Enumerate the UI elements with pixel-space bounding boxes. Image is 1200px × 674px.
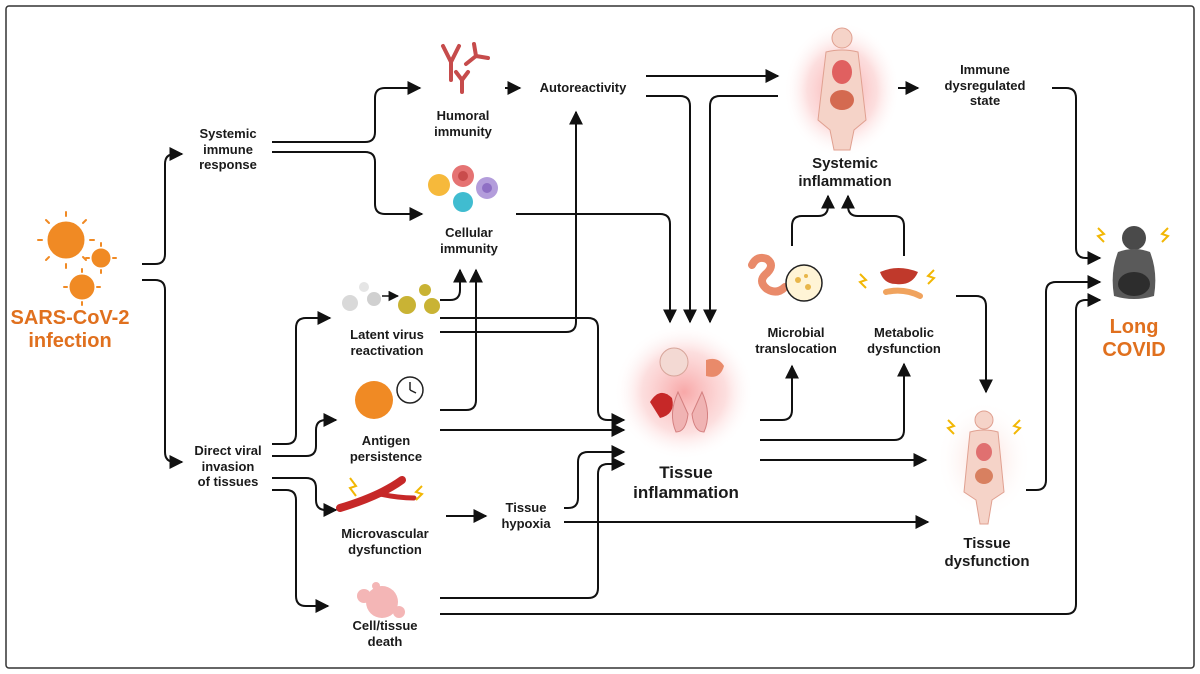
diagram-border: [5, 5, 1195, 669]
arrow-latent-to-cellular: [440, 268, 467, 301]
pathway-arrows: [142, 69, 1102, 615]
label-antigen: Antigen persistence: [349, 433, 423, 464]
arrow-dysfunction-to-longcovid: [1026, 275, 1102, 491]
arrow-metabolic-to-dysfunction: [956, 295, 993, 394]
long-covid-person-icon: [1096, 226, 1170, 299]
arrow-tissue-to-metabolic: [760, 362, 911, 441]
arrow-direct-to-celldeath: [272, 489, 330, 613]
latent-virus-icon: [342, 282, 440, 314]
label-cell-death: Cell/tissue death: [352, 618, 418, 649]
arrow-hypoxia-to-tissue: [564, 445, 626, 509]
arrow-celldeath-to-tissue: [440, 457, 626, 599]
cell-death-icon: [357, 582, 405, 618]
arrow-microbial-to-systemic: [791, 194, 835, 246]
arrow-sars-to-systemic: [142, 147, 184, 265]
label-microbial: Microbial translocation: [755, 325, 837, 356]
label-direct-invasion: Direct viral invasion of tissues: [194, 443, 262, 490]
label-latent-virus: Latent virus reactivation: [350, 327, 424, 358]
label-tissue-hypoxia: Tissue hypoxia: [501, 500, 551, 531]
sars-cov-2-virus-icon: [37, 211, 117, 306]
label-sars-cov-2: SARS-CoV-2 infection: [10, 307, 130, 352]
label-microvascular: Microvascular dysfunction: [341, 526, 429, 557]
label-tissue-dysfunction: Tissue dysfunction: [944, 535, 1030, 570]
arrow-auto-to-tissue: [646, 95, 697, 324]
arrow-cellular-to-tissue: [516, 213, 677, 324]
label-metabolic: Metabolic dysfunction: [867, 325, 941, 356]
label-long-covid: Long COVID: [1102, 316, 1166, 361]
immune-cells-icon: [428, 165, 498, 212]
label-systemic-inflammation: Systemic inflammation: [798, 155, 892, 190]
arrow-direct-to-latent: [272, 311, 332, 445]
label-humoral: Humoral immunity: [434, 108, 492, 139]
intestine-microbe-icon: [748, 253, 823, 302]
arrow-dysregulated-to-longcovid: [1052, 87, 1102, 265]
arrow-metabolic-to-systemic: [841, 194, 905, 256]
arrow-systemic-to-tissue: [703, 95, 778, 324]
arrow-systemic-to-humoral: [272, 81, 422, 143]
blood-vessel-icon: [336, 476, 424, 512]
tissue-dysfunction-body-icon: [936, 400, 1032, 525]
arrow-latent-to-auto: [440, 110, 583, 333]
arrow-latent-to-tissue: [440, 317, 626, 427]
label-cellular: Cellular immunity: [440, 225, 498, 256]
arrow-sars-to-direct: [142, 279, 184, 469]
arrow-direct-to-antigen: [272, 413, 338, 457]
label-tissue-inflammation: Tissue inflammation: [633, 463, 739, 503]
arrow-antigen-to-cellular: [440, 268, 483, 411]
antibody-icon: [441, 42, 490, 94]
arrow-tissue-to-microbial: [760, 364, 799, 421]
systemic-inflammation-body-icon: [784, 22, 900, 158]
antigen-clock-icon: [355, 376, 424, 419]
label-autoreactivity: Autoreactivity: [539, 80, 627, 95]
arrow-systemic-to-cellular: [272, 151, 424, 221]
tissue-inflammation-organs-icon: [614, 324, 754, 460]
liver-pancreas-icon: [858, 268, 936, 299]
arrow-direct-to-microvascular: [272, 477, 338, 517]
arrow-celldeath-to-longcovid: [440, 293, 1102, 615]
label-immune-dysregulated: Immune dysregulated state: [944, 62, 1026, 109]
label-systemic-immune: Systemic immune response: [199, 126, 257, 173]
